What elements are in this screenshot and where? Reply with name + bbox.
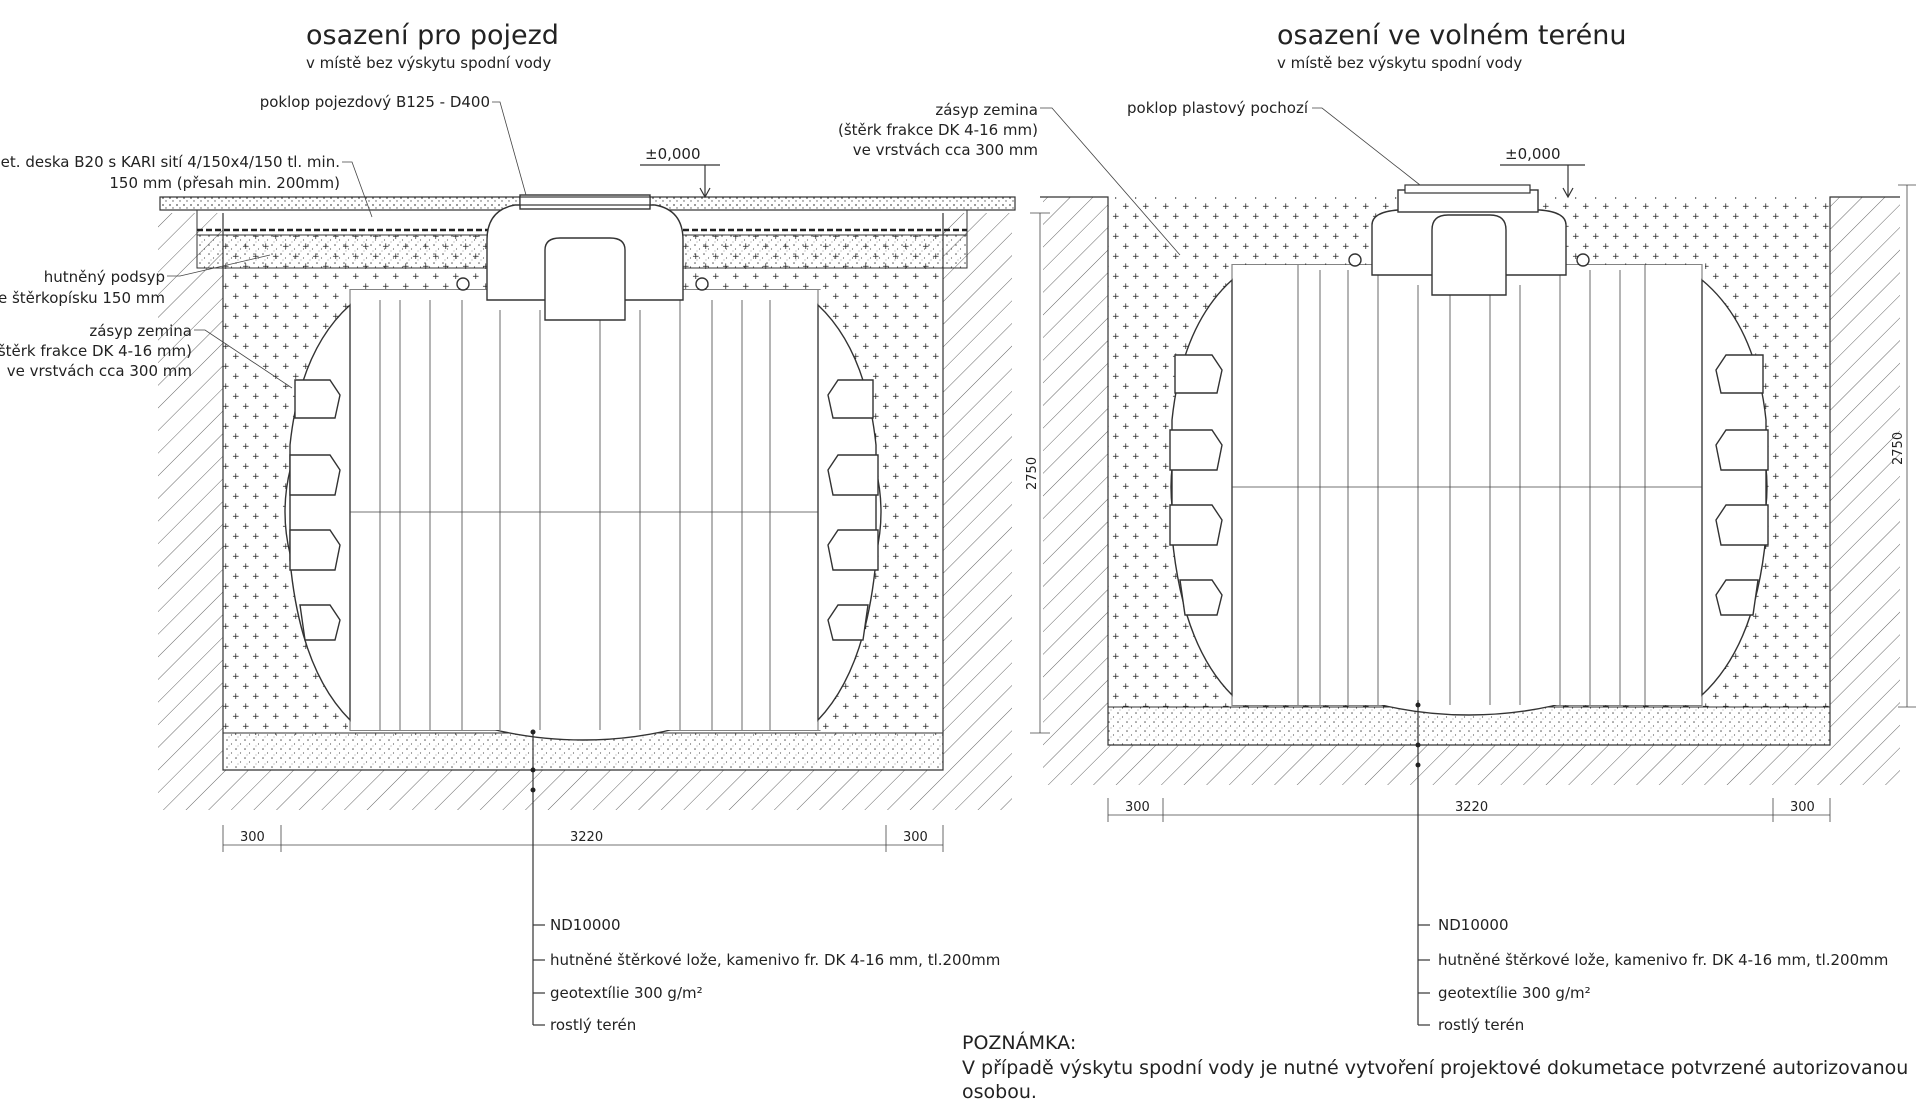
right-dim-side-right: 300	[1790, 800, 1815, 815]
left-layer-tank: ND10000	[550, 916, 621, 934]
left-layer-terrain: rostlý terén	[550, 1016, 636, 1034]
note-line-1: V případě výskytu spodní vody je nutné v…	[962, 1057, 1908, 1079]
note-block: POZNÁMKA: V případě výskytu spodní vody …	[962, 1031, 1908, 1103]
left-title: osazení pro pojezd	[306, 20, 559, 51]
right-layer-bed: hutněné štěrkové lože, kamenivo fr. DK 4…	[1438, 951, 1888, 969]
left-cover	[519, 196, 651, 206]
right-layer-geotextile: geotextílie 300 g/m²	[1438, 984, 1591, 1002]
right-level-marker: ±0,000	[1500, 145, 1585, 199]
right-layer-terrain: rostlý terén	[1438, 1016, 1524, 1034]
left-slab-label-2: 150 mm (přesah min. 200mm)	[109, 174, 340, 192]
left-dim-width: 3220	[570, 830, 603, 845]
left-slab-label-1: bet. deska B20 s KARI sití 4/150x4/150 t…	[0, 153, 340, 171]
right-dim-height: 2750	[1891, 432, 1906, 465]
left-dim-height: 2750	[1025, 457, 1040, 490]
right-cover-label: poklop plastový pochozí	[1127, 99, 1309, 117]
note-line-2: osobou.	[962, 1081, 1037, 1103]
right-installation-section: ±0,000 osazení ve volném terénu v místě …	[838, 20, 1916, 1034]
left-zasyp-label-2: (štěrk frakce DK 4-16 mm)	[0, 342, 192, 360]
left-tank	[284, 194, 882, 741]
right-layer-tank: ND10000	[1438, 916, 1509, 934]
right-dim-side-left: 300	[1125, 800, 1150, 815]
right-tank	[1169, 189, 1769, 716]
left-level-marker: ±0,000	[640, 145, 720, 199]
left-dim-side-left: 300	[240, 830, 265, 845]
left-level-label: ±0,000	[645, 145, 701, 163]
right-level-label: ±0,000	[1505, 145, 1561, 163]
right-subtitle: v místě bez výskytu spodní vody	[1277, 54, 1522, 72]
right-dim-width: 3220	[1455, 800, 1488, 815]
left-zasyp-label-3: ve vrstvách cca 300 mm	[7, 362, 192, 380]
left-zasyp-label-1: zásyp zemina	[89, 322, 192, 340]
left-podsyp-label-1: hutněný podsyp	[44, 268, 165, 286]
left-layer-geotextile: geotextílie 300 g/m²	[550, 984, 703, 1002]
left-layer-bed: hutněné štěrkové lože, kamenivo fr. DK 4…	[550, 951, 1000, 969]
left-dim-side-right: 300	[903, 830, 928, 845]
right-title: osazení ve volném terénu	[1277, 20, 1626, 51]
right-zasyp-label-2: (štěrk frakce DK 4-16 mm)	[838, 121, 1038, 139]
left-podsyp-label-2: ze štěrkopísku 150 mm	[0, 289, 165, 307]
right-cover	[1404, 184, 1531, 194]
right-zasyp-label-3: ve vrstvách cca 300 mm	[853, 141, 1038, 159]
right-zasyp-label-1: zásyp zemina	[935, 101, 1038, 119]
left-cover-label: poklop pojezdový B125 - D400	[260, 93, 490, 111]
note-heading: POZNÁMKA:	[962, 1031, 1076, 1054]
left-installation-section: ±0,000 osazení pro pojezd v místě bez vý…	[0, 20, 1050, 1034]
left-subtitle: v místě bez výskytu spodní vody	[306, 54, 551, 72]
